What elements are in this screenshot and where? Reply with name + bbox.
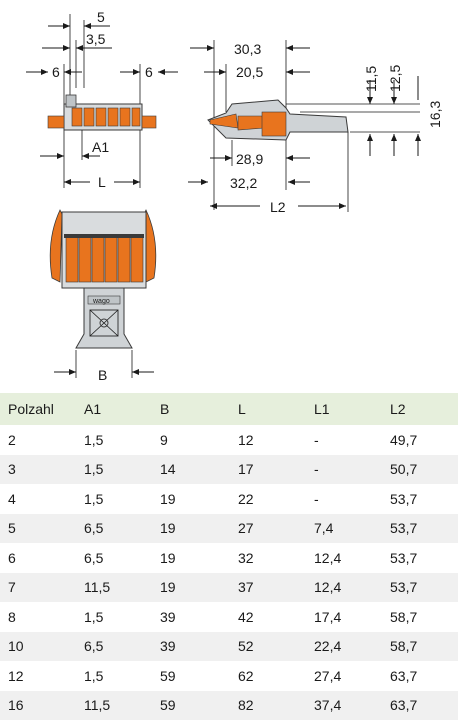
- table-cell: 59: [152, 661, 230, 691]
- table-cell: 1,5: [76, 425, 152, 455]
- table-cell: 3: [0, 455, 76, 485]
- table-cell: 39: [152, 602, 230, 632]
- table-cell: 19: [152, 484, 230, 514]
- table-cell: 4: [0, 484, 76, 514]
- table-cell: 8: [0, 602, 76, 632]
- table-cell: 37,4: [306, 691, 382, 720]
- dim-30-3: 30,3: [234, 41, 261, 57]
- table-cell: 27,4: [306, 661, 382, 691]
- table-cell: 37: [230, 573, 306, 603]
- table-row: 6 6,5 19 32 12,4 53,7: [0, 543, 458, 573]
- table-cell: 19: [152, 514, 230, 544]
- table-cell: 6,5: [76, 514, 152, 544]
- table-cell: 39: [152, 632, 230, 662]
- dim-20-5: 20,5: [236, 64, 263, 80]
- table-cell: 42: [230, 602, 306, 632]
- table-cell: 19: [152, 543, 230, 573]
- label-a1: A1: [92, 139, 109, 155]
- dim-16-3: 16,3: [427, 101, 443, 128]
- table-header-row: Polzahl A1 B L L1 L2: [0, 393, 458, 425]
- table-cell: 7: [0, 573, 76, 603]
- table-cell: 22,4: [306, 632, 382, 662]
- front-view: 5 3,5 6 6 A1 L: [26, 9, 178, 190]
- table-row: 12 1,5 59 62 27,4 63,7: [0, 661, 458, 691]
- table-cell: 49,7: [382, 425, 458, 455]
- dim-11-5: 11,5: [363, 66, 379, 92]
- table-row: 7 11,5 19 37 12,4 53,7: [0, 573, 458, 603]
- table-cell: 12: [230, 425, 306, 455]
- table-cell: 2: [0, 425, 76, 455]
- table-cell: 11,5: [76, 691, 152, 720]
- table-cell: 58,7: [382, 602, 458, 632]
- table-cell: 6,5: [76, 632, 152, 662]
- table-cell: -: [306, 455, 382, 485]
- col-header-l2: L2: [382, 393, 458, 425]
- table-row: 8 1,5 39 42 17,4 58,7: [0, 602, 458, 632]
- dim-3-5: 3,5: [86, 31, 106, 47]
- col-header-l1: L1: [306, 393, 382, 425]
- table-cell: 58,7: [382, 632, 458, 662]
- table-row: 16 11,5 59 82 37,4 63,7: [0, 691, 458, 720]
- logo-text: wago: [92, 298, 110, 305]
- table-row: 5 6,5 19 27 7,4 53,7: [0, 514, 458, 544]
- table-cell: 52: [230, 632, 306, 662]
- table-cell: 12: [0, 661, 76, 691]
- table-cell: 1,5: [76, 602, 152, 632]
- table-cell: 53,7: [382, 543, 458, 573]
- table-cell: 1,5: [76, 484, 152, 514]
- col-header-l: L: [230, 393, 306, 425]
- table-cell: 62: [230, 661, 306, 691]
- table-cell: 59: [152, 691, 230, 720]
- table-cell: 16: [0, 691, 76, 720]
- table-row: 10 6,5 39 52 22,4 58,7: [0, 632, 458, 662]
- table-cell: 1,5: [76, 455, 152, 485]
- col-header-a1: A1: [76, 393, 152, 425]
- table-cell: 53,7: [382, 484, 458, 514]
- dim-28-9: 28,9: [236, 151, 263, 167]
- table-cell: 53,7: [382, 514, 458, 544]
- table-cell: 1,5: [76, 661, 152, 691]
- table-cell: 11,5: [76, 573, 152, 603]
- table-cell: 63,7: [382, 691, 458, 720]
- table-cell: 50,7: [382, 455, 458, 485]
- table-cell: 12,4: [306, 543, 382, 573]
- label-b: B: [98, 367, 107, 383]
- table-cell: 17,4: [306, 602, 382, 632]
- table-cell: 63,7: [382, 661, 458, 691]
- table-cell: 9: [152, 425, 230, 455]
- bottom-view: wago B: [50, 210, 156, 383]
- spec-table: Polzahl A1 B L L1 L2 2 1,5 9 12 - 49,7 3…: [0, 393, 458, 720]
- col-header-polzahl: Polzahl: [0, 393, 76, 425]
- table-cell: 19: [152, 573, 230, 603]
- table-cell: 5: [0, 514, 76, 544]
- dim-6-right: 6: [145, 64, 153, 80]
- table-row: 3 1,5 14 17 - 50,7: [0, 455, 458, 485]
- table-cell: 14: [152, 455, 230, 485]
- table-cell: 12,4: [306, 573, 382, 603]
- label-l2: L2: [270, 199, 286, 215]
- table-cell: 17: [230, 455, 306, 485]
- table-cell: 27: [230, 514, 306, 544]
- table-cell: 6,5: [76, 543, 152, 573]
- table-cell: 32: [230, 543, 306, 573]
- table-row: 4 1,5 19 22 - 53,7: [0, 484, 458, 514]
- col-header-b: B: [152, 393, 230, 425]
- table-cell: 82: [230, 691, 306, 720]
- dim-32-2: 32,2: [230, 175, 257, 191]
- table-cell: 53,7: [382, 573, 458, 603]
- table-cell: 10: [0, 632, 76, 662]
- dim-6-left: 6: [52, 64, 60, 80]
- label-l: L: [98, 174, 106, 190]
- table-cell: -: [306, 484, 382, 514]
- table-cell: 22: [230, 484, 306, 514]
- table-cell: 6: [0, 543, 76, 573]
- table-cell: 7,4: [306, 514, 382, 544]
- side-view: 30,3 20,5 11,5 12,5 16,3 28,9 32,2: [188, 40, 443, 215]
- dim-5: 5: [97, 9, 105, 25]
- technical-drawing: 5 3,5 6 6 A1 L: [0, 0, 458, 390]
- table-cell: -: [306, 425, 382, 455]
- table-row: 2 1,5 9 12 - 49,7: [0, 425, 458, 455]
- dim-12-5: 12,5: [387, 65, 403, 92]
